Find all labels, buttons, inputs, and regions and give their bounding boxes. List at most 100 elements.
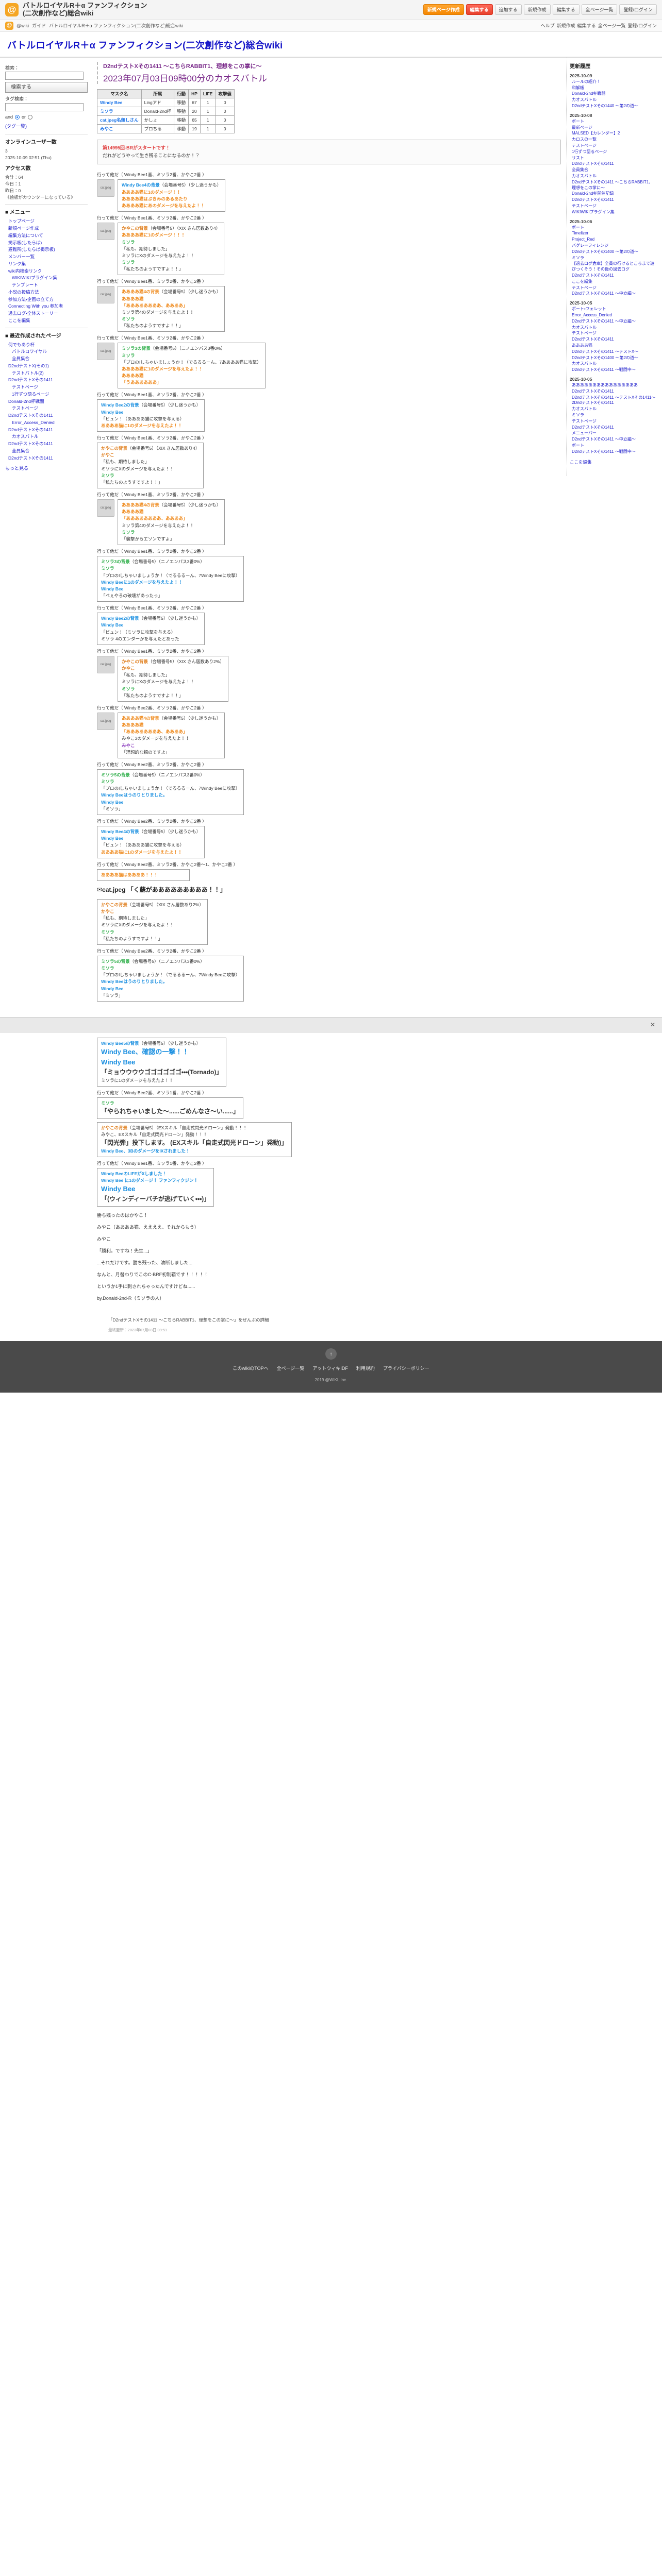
update-item-link[interactable]: ああああ猫 [572, 343, 592, 348]
login-button[interactable]: 登録/ログイン [619, 4, 657, 15]
sidebar-menu-item-label[interactable]: 編集方法について [8, 232, 43, 238]
update-item[interactable]: リスト [572, 156, 657, 161]
subbar-link-2[interactable]: バトルロイヤルR＋α ファンフィクション(二次創作など)総合wiki [49, 23, 183, 29]
subbar-link-3[interactable]: ヘルプ [540, 23, 555, 29]
update-item-link[interactable]: WIKIWIKIプラグイン集 [572, 209, 615, 214]
sidebar-latest-item-label[interactable]: 全員集合 [12, 448, 30, 453]
update-item-link[interactable]: D2ndテストXその1411 ～テストXその1411～ 2DndテストXその14… [572, 395, 656, 405]
update-item[interactable]: カオスバトル [572, 325, 657, 331]
update-item[interactable]: WIKIWIKIプラグイン集 [572, 210, 657, 215]
update-item[interactable]: D2ndテストXその1400 ～第2の道～ [572, 249, 657, 255]
new-page-button[interactable]: 新規ページ作成 [423, 4, 464, 15]
update-item-link[interactable]: ミソラ [572, 255, 584, 260]
update-item[interactable]: カオスバトル [572, 361, 657, 367]
sidebar-latest-item-3[interactable]: D2ndテストX(その1) [8, 363, 88, 369]
edit-button[interactable]: 編集する [466, 4, 493, 15]
update-item-link[interactable]: カオスバトル [572, 406, 597, 412]
sidebar-menu-item-label[interactable]: 掲示板(したらば) [8, 240, 42, 245]
update-item[interactable]: カオスバトル [572, 174, 657, 179]
update-item-link[interactable]: テストページ [572, 285, 597, 290]
update-item-link[interactable]: リスト [572, 155, 584, 160]
update-item-link[interactable]: テストページ [572, 204, 597, 209]
update-item-link[interactable]: ここを編集 [572, 279, 592, 284]
update-item[interactable]: テストページ [572, 285, 657, 291]
sidebar-latest-item-12[interactable]: D2ndテストXその1411 [8, 427, 88, 433]
wiki-title[interactable]: バトルロイヤルR＋α ファンフィクション(二次創作など)総合wiki [7, 40, 283, 50]
sidebar-menu-item-label[interactable]: トップページ [8, 218, 35, 224]
page-top-icon[interactable]: ↑ [325, 1348, 337, 1360]
atwiki-logo[interactable]: @ バトルロイヤルR＋α ファンフィクション(二次創作など)総合wiki [5, 2, 152, 18]
update-item-link[interactable]: カオスバトル [572, 361, 597, 366]
sidebar-latest-item-16[interactable]: D2ndテストXその1411 [8, 455, 88, 462]
update-item[interactable]: ポート [572, 225, 657, 231]
sidebar-latest-item-label[interactable]: カオスバトル [12, 434, 39, 439]
sidebar-latest-item-label[interactable]: D2ndテストX(その1) [8, 363, 49, 368]
update-item[interactable]: ポート [572, 119, 657, 125]
update-item[interactable]: ああああああああああああああああ [572, 383, 657, 388]
update-item-link[interactable]: Error_Access_Denied [572, 312, 612, 317]
subbar-link-7[interactable]: 登録/ログイン [627, 23, 657, 29]
sidebar-menu-item-label[interactable]: 小説の投稿方法 [8, 289, 39, 295]
sidebar-menu-item-8[interactable]: WIKIWIKIプラグイン集 [8, 275, 88, 281]
sidebar-latest-item-label[interactable]: テストページ [12, 384, 38, 390]
update-item-link[interactable]: 全員集合 [572, 167, 588, 173]
update-item[interactable]: テストページ [572, 331, 657, 336]
sidebar-latest-item-8[interactable]: Donald-2nd杯戦闘 [8, 398, 88, 405]
subbar-link-0[interactable]: @wiki [16, 23, 29, 28]
update-item-link[interactable]: Project_Red [572, 237, 595, 242]
sidebar-more-link[interactable]: もっと見る [5, 466, 29, 471]
sidebar-latest-item-label[interactable]: D2ndテストXその1411 [8, 377, 53, 383]
update-item-link[interactable]: 1行ずつ語るページ [572, 149, 607, 154]
update-item-link[interactable]: ミソラ [572, 412, 584, 417]
tag-search-input[interactable] [5, 103, 84, 111]
sidebar-menu-item-1[interactable]: 新規ページ作成 [8, 225, 88, 232]
article-breadcrumb[interactable]: D2ndテストXその1411 ～こちらRABBIT1、理想をこの掌に～ [103, 63, 262, 70]
update-item-link[interactable]: D2ndテストXその1400 ～第2の道～ [572, 249, 638, 254]
update-item-link[interactable]: Donald-2nd杯開催記録 [572, 191, 614, 196]
update-item[interactable]: ミソラ [572, 413, 657, 418]
update-item-link[interactable]: Donald-2nd杯戦闘 [572, 91, 606, 96]
sidebar-menu-item-label[interactable]: 過去ログ・全体ストーリー [8, 311, 58, 316]
sidebar-latest-item-label[interactable]: 何でもあり杯 [8, 342, 35, 347]
update-item[interactable]: テストページ [572, 204, 657, 209]
update-item-link[interactable]: ルールの紹介！ [572, 79, 601, 84]
update-item-link[interactable]: カロスの一覧 [572, 137, 597, 142]
update-item-link[interactable]: D2ndテストXその1400 ～第2の道～ [572, 355, 638, 360]
tag-list-link[interactable]: (タグ一覧) [5, 124, 27, 129]
update-item-link[interactable]: D2ndテストXその1411 [572, 161, 614, 166]
sidebar-menu-item-5[interactable]: メンバー一覧 [8, 253, 88, 260]
sidebar-latest-item-1[interactable]: バトルロワイヤル [8, 348, 88, 355]
update-item[interactable]: 最新ページ [572, 125, 657, 131]
update-item-link[interactable]: 最新ページ [572, 125, 592, 130]
sidebar-menu-item-14[interactable]: ここを編集 [8, 317, 88, 324]
update-item[interactable]: テストページ [572, 419, 657, 425]
radio-and[interactable] [15, 115, 20, 120]
sidebar-menu-item-label[interactable]: メンバー一覧 [8, 254, 35, 260]
update-item[interactable]: D2ndテストXその1411 ～こちらRABBIT1、理想をこの掌に～ [572, 180, 657, 191]
sidebar-latest-item-label[interactable]: テストページ [12, 405, 38, 411]
update-item[interactable]: D2ndテストXその1411 [572, 389, 657, 395]
update-item[interactable]: D2ndテストXその1411 ～戦闘中～ [572, 449, 657, 455]
update-item[interactable]: D2ndテストXその1411 ～中立編～ [572, 319, 657, 325]
update-item[interactable]: Project_Red [572, 237, 657, 243]
update-item[interactable]: Error_Access_Denied [572, 313, 657, 318]
sidebar-menu-item-11[interactable]: 参加方法・企画の立て方 [8, 296, 88, 303]
update-item[interactable]: D2ndテストXその1411 ～テストXその1411～ 2DndテストXその14… [572, 395, 657, 406]
update-item[interactable]: テストページ [572, 143, 657, 149]
right-sidebar-edit-link[interactable]: ここを編集 [570, 459, 592, 465]
update-item-link[interactable]: ポート [572, 443, 584, 448]
update-item-link[interactable]: カオスバトル [572, 174, 597, 179]
sidebar-menu-item-0[interactable]: トップページ [8, 218, 88, 225]
update-item-link[interactable]: D2ndテストXその1440 ～第2の道～ [572, 104, 638, 109]
sidebar-menu-item-6[interactable]: リンク集 [8, 261, 88, 267]
update-item-link[interactable]: D2ndテストXその1411 [572, 337, 614, 342]
sidebar-menu-item-label[interactable]: 新規ページ作成 [8, 226, 39, 231]
update-item-link[interactable]: ポート [572, 118, 584, 124]
search-button[interactable]: 検索する [5, 82, 88, 93]
update-item[interactable]: D2ndテストXその1411 ～中立編～ [572, 437, 657, 443]
footer-link-4[interactable]: プライバシーポリシー [383, 1366, 429, 1371]
update-item[interactable]: D2ndテストXその1411 [572, 197, 657, 203]
footer-link-2[interactable]: アットウィキIDF [312, 1366, 348, 1371]
sidebar-latest-item-label[interactable]: D2ndテストXその1411 [8, 441, 53, 447]
update-item-link[interactable]: テストページ [572, 143, 597, 148]
